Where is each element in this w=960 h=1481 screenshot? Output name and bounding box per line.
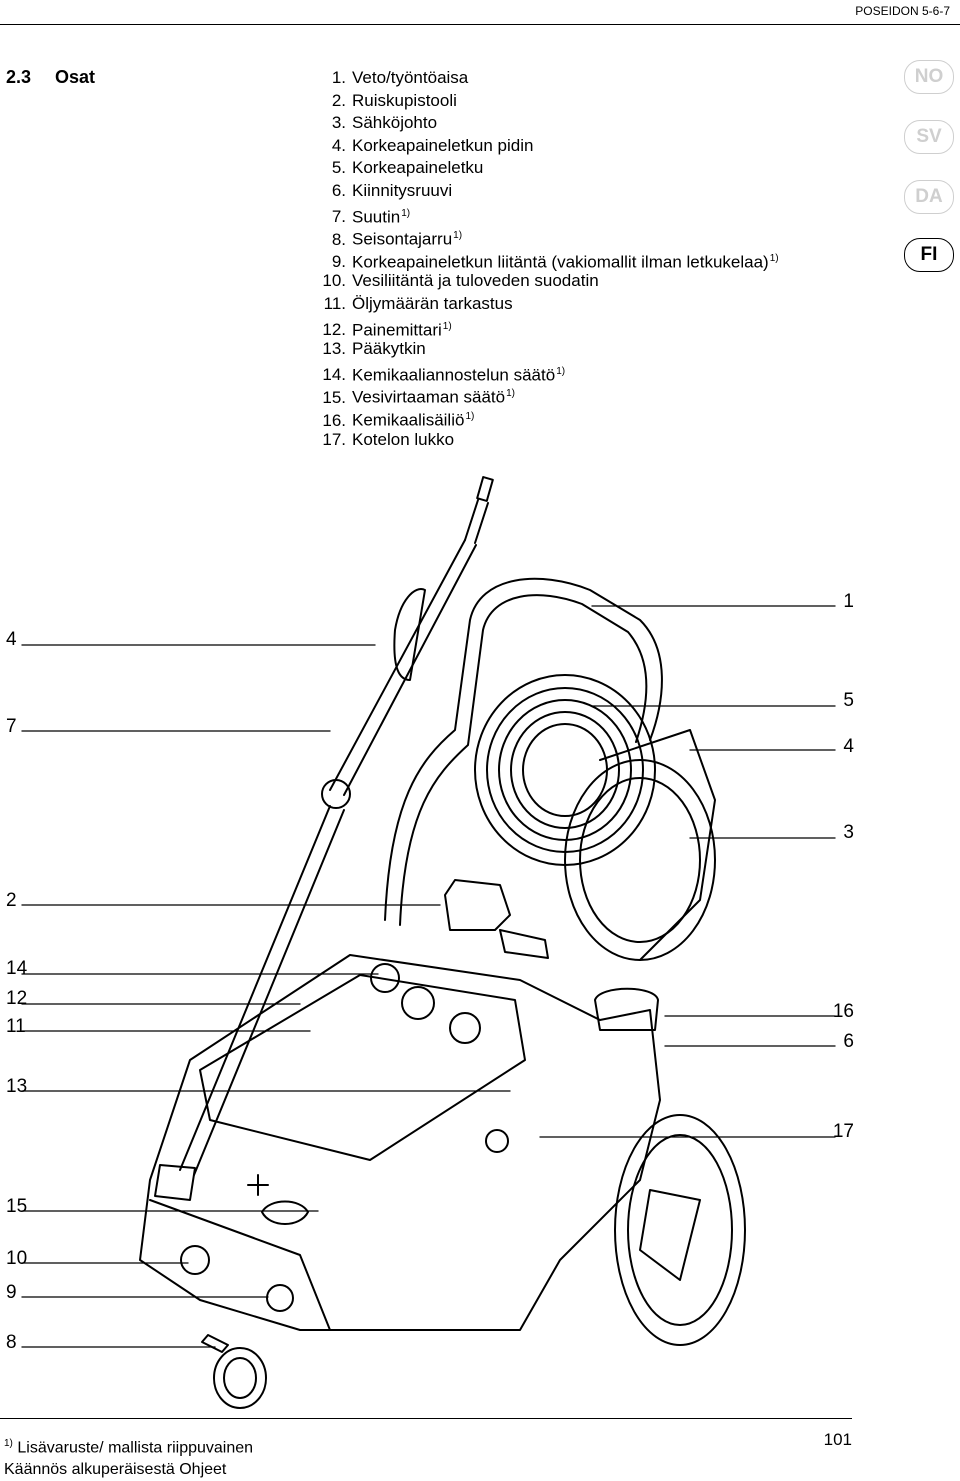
callout-label: 2 (6, 890, 17, 911)
part-item: 11. Öljymäärän tarkastus (312, 293, 779, 316)
callout-label: 12 (6, 988, 28, 1009)
part-number: 8. (331, 229, 346, 249)
language-tab-no[interactable]: NO (904, 60, 954, 94)
spray-lance (154, 476, 494, 1201)
part-footnote-mark: 1) (401, 207, 411, 219)
callout-label: 14 (6, 958, 28, 979)
hose-reel (474, 674, 716, 961)
part-item: 9. Korkeapaineletkun liitäntä (vakiomalli… (312, 248, 779, 271)
part-label: Vesivirtaaman säätö (352, 387, 506, 407)
language-tab-fi[interactable]: FI (904, 238, 954, 272)
part-number: 11. (323, 293, 346, 313)
part-number: 1. (331, 68, 346, 87)
part-footnote-mark: 1) (465, 410, 475, 422)
part-footnote-mark: 1) (453, 230, 463, 242)
section-title: Osat (55, 67, 96, 87)
callout-label: 4 (6, 629, 17, 650)
callout-label: 3 (843, 822, 854, 843)
part-label: Korkeapaineletku (352, 158, 484, 178)
footnote: 1) Lisävaruste/ mallista riippuvainen (4, 1438, 253, 1457)
callout-label: 5 (843, 690, 854, 711)
part-label: Painemittari (352, 320, 442, 340)
part-item: 8. Seisontajarru1) (312, 225, 779, 249)
part-item: 14. Kemikaaliannostelun säätö1) (312, 361, 779, 384)
part-item: 4. Korkeapaineletkun pidin (312, 135, 779, 158)
part-item: 3. Sähköjohto (312, 112, 779, 135)
machine-housing (139, 954, 661, 1331)
part-label: Kiinnitysruuvi (352, 180, 453, 200)
part-number: 9. (331, 252, 346, 272)
pressure-washer-illustration (21, 476, 836, 1409)
section-number: 2.3 (6, 67, 32, 87)
wheels (213, 1114, 746, 1409)
part-number: 4. (331, 135, 346, 155)
part-item: 15. Vesivirtaaman säätö1) (312, 383, 779, 407)
part-number: 14. (322, 365, 346, 385)
part-footnote-mark: 1) (769, 252, 779, 264)
part-label: Vesiliitäntä ja tuloveden suodatin (352, 271, 599, 291)
part-item: 7. Suutin1) (312, 203, 779, 226)
header-model: POSEIDON 5-6-7 (855, 4, 950, 18)
part-number: 10. (322, 271, 346, 291)
part-label: Sähköjohto (352, 113, 438, 133)
part-label: Korkeapaineletkun liitäntä (vakiomallit … (352, 252, 769, 272)
callout-label: 7 (6, 716, 17, 737)
part-item: 1. Veto/työntöaisa (312, 67, 779, 90)
parts-list: 1. Veto/työntöaisa 2. Ruiskupistooli 3. Sähkö… (312, 67, 779, 452)
callout-label: 11 (6, 1016, 26, 1037)
footer-subtitle: Käännös alkuperäisestä Ohjeet (4, 1461, 227, 1478)
part-number: 13. (322, 339, 346, 359)
part-item: 2. Ruiskupistooli (312, 90, 779, 113)
part-label: Seisontajarru (352, 229, 453, 249)
part-number: 6. (331, 180, 346, 200)
part-item: 10. Vesiliitäntä ja tuloveden suodatin (312, 270, 779, 293)
language-tab-sv[interactable]: SV (904, 120, 954, 154)
part-item: 12. Painemittari1) (312, 316, 779, 339)
part-label: Korkeapaineletkun pidin (352, 135, 534, 155)
callout-label: 16 (832, 1001, 854, 1022)
callout-label: 13 (6, 1076, 28, 1097)
part-number: 17. (322, 429, 346, 449)
footnote-text: Lisävaruste/ mallista riippuvainen (17, 1439, 254, 1457)
part-item: 6. Kiinnitysruuvi (312, 180, 779, 203)
part-label: Kotelon lukko (352, 429, 455, 449)
part-number: 3. (331, 113, 346, 133)
push-handle (384, 577, 663, 926)
callout-label: 10 (6, 1248, 28, 1269)
part-item: 16. Kemikaalisäiliö1) (312, 406, 779, 430)
part-number: 7. (331, 207, 346, 227)
part-footnote-mark: 1) (556, 365, 566, 377)
part-label: Pääkytkin (352, 339, 426, 359)
callout-label: 4 (843, 736, 854, 757)
callout-label: 6 (843, 1031, 854, 1052)
part-label: Kemikaaliannostelun säätö (352, 365, 556, 385)
language-tab-da[interactable]: DA (904, 180, 954, 214)
part-label: Ruiskupistooli (352, 90, 457, 110)
footer-divider (0, 1418, 852, 1419)
part-label: Öljymäärän tarkastus (352, 293, 513, 313)
part-number: 5. (331, 158, 346, 178)
part-number: 12. (322, 320, 346, 340)
spray-gun (444, 879, 549, 959)
part-label: Veto/työntöaisa (352, 68, 469, 87)
callout-label: 9 (6, 1282, 17, 1303)
part-number: 16. (322, 410, 346, 430)
page-number: 101 (823, 1430, 852, 1449)
part-label: Suutin (352, 207, 401, 227)
callout-label: 15 (6, 1196, 28, 1217)
part-item: 13. Pääkytkin (312, 338, 779, 361)
part-item: 5. Korkeapaineletku (312, 157, 779, 180)
part-number: 2. (331, 90, 346, 110)
part-number: 15. (322, 387, 346, 407)
callout-label: 1 (843, 591, 854, 612)
part-footnote-mark: 1) (442, 320, 452, 332)
part-item: 17. Kotelon lukko (312, 429, 779, 452)
footnote-mark: 1) (4, 1438, 13, 1449)
front-connectors (180, 1245, 294, 1353)
callout-label: 17 (832, 1121, 854, 1142)
part-label: Kemikaalisäiliö (352, 410, 465, 430)
part-footnote-mark: 1) (506, 388, 515, 400)
header-divider (0, 24, 960, 25)
callout-label: 8 (6, 1332, 17, 1353)
